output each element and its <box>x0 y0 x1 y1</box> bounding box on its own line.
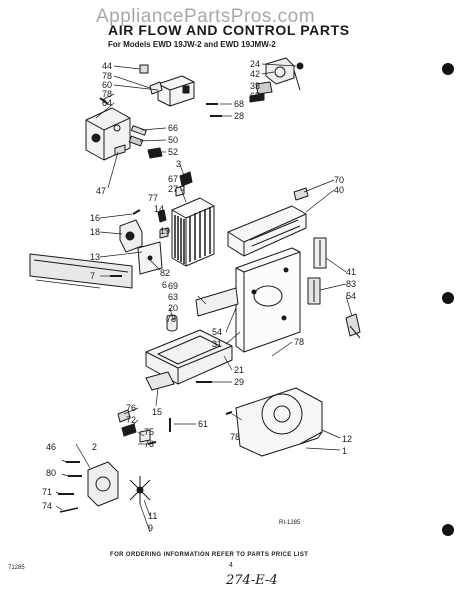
callout-label: 64 <box>102 98 112 108</box>
reference-code: RI-1285 <box>279 520 301 526</box>
callout-label: 69 <box>168 281 178 291</box>
callout-label: 6 <box>162 280 167 290</box>
callout-label: 73 <box>144 439 154 449</box>
callout-label: 83 <box>346 279 356 289</box>
callout-label: 76 <box>126 403 136 413</box>
ordering-note: FOR ORDERING INFORMATION REFER TO PARTS … <box>110 552 309 558</box>
part-clip <box>139 64 149 74</box>
callout-label: 54 <box>346 291 356 301</box>
diagram-title: AIR FLOW AND CONTROL PARTS <box>108 22 350 38</box>
binder-hole-middle <box>442 292 454 304</box>
callout-label: 74 <box>42 501 52 511</box>
part-terminal-block <box>157 75 195 107</box>
binder-hole-top <box>442 63 454 75</box>
callout-label: 13 <box>90 252 100 262</box>
part-thermostat <box>265 57 295 85</box>
callout-label: 28 <box>234 111 244 121</box>
callout-label: 7 <box>90 271 95 281</box>
callout-label: 1 <box>342 446 347 456</box>
callout-label: 78 <box>166 314 176 324</box>
callout-label: 80 <box>46 468 56 478</box>
callout-label: 50 <box>168 135 178 145</box>
callout-label: 70 <box>334 175 344 185</box>
callout-label: 12 <box>342 434 352 444</box>
callout-label: 67 <box>168 174 178 184</box>
callout-label: 78 <box>102 89 112 99</box>
callout-label: 18 <box>90 227 100 237</box>
callout-label: 21 <box>234 365 244 375</box>
callout-label: 3 <box>176 159 181 169</box>
callout-label: 65 <box>250 91 260 101</box>
callout-label: 78 <box>294 337 304 347</box>
callout-label: 9 <box>148 523 153 533</box>
callout-label: 24 <box>250 59 260 69</box>
callout-label: 16 <box>90 213 100 223</box>
callout-label: 11 <box>148 511 157 521</box>
callout-label: 60 <box>102 80 112 90</box>
callout-label: 40 <box>334 185 344 195</box>
callout-label: 82 <box>160 268 170 278</box>
callout-label: 46 <box>46 442 56 452</box>
callout-label: 19 <box>160 226 170 236</box>
part-air-deflector <box>227 205 307 257</box>
part-blower-housing <box>235 387 323 457</box>
callout-label: 78 <box>230 432 240 442</box>
callout-label: 15 <box>152 407 162 417</box>
callout-label: 44 <box>102 61 112 71</box>
callout-label: 31 <box>212 339 222 349</box>
callout-label: 75 <box>144 427 154 437</box>
handwritten-note: 274-E-4 <box>226 573 278 588</box>
part-fan-blade <box>129 476 151 504</box>
callout-label: 41 <box>346 267 356 277</box>
diagram-subtitle: For Models EWD 19JW-2 and EWD 19JMW-2 <box>108 40 276 49</box>
watermark: AppliancePartsPros.com <box>96 6 316 27</box>
callout-label: 72 <box>126 415 136 425</box>
callout-label: 68 <box>234 99 244 109</box>
callout-label: 33 <box>250 81 260 91</box>
callout-label: 52 <box>168 147 178 157</box>
callout-label: 78 <box>102 71 112 81</box>
part-evaporator-grille <box>171 197 215 267</box>
part-bulkhead-panel <box>235 247 301 353</box>
callout-label: 20 <box>168 303 178 313</box>
callout-label: 42 <box>250 69 260 79</box>
callout-label: 29 <box>234 377 244 387</box>
page-number: 4 <box>229 562 233 569</box>
callout-label: 47 <box>96 186 106 196</box>
callout-label: 61 <box>198 419 208 429</box>
part-fan-motor <box>87 461 119 507</box>
callout-label: 14 <box>154 204 164 214</box>
callout-label: 71 <box>42 487 52 497</box>
callout-label: 77 <box>148 193 158 203</box>
callout-labels: 44 78 60 78 64 66 50 52 3 67 27 47 16 77… <box>42 59 356 533</box>
callout-label: 2 <box>92 442 97 452</box>
callout-label: 54 <box>212 327 222 337</box>
callout-label: 27 <box>168 184 178 194</box>
part-drain-pan <box>145 329 233 385</box>
binder-hole-bottom <box>442 524 454 536</box>
callout-label: 63 <box>168 292 178 302</box>
document-number: 71285 <box>8 565 25 571</box>
callout-label: 66 <box>168 123 178 133</box>
